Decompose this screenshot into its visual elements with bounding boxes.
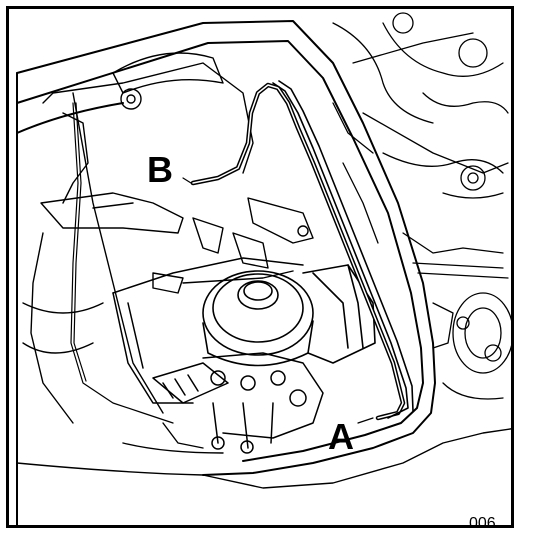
figure-reference-number: 006 [469, 515, 496, 528]
callout-label-a: A [328, 416, 354, 457]
brake-booster [112, 257, 324, 454]
body-outline [16, 20, 436, 525]
callout-leaders [182, 177, 374, 424]
inner-wing [22, 52, 254, 424]
mounting-bracket [152, 197, 314, 294]
highlighted-pipe-inner [192, 84, 404, 419]
scuttle-panel [16, 422, 511, 489]
parallel-pipe [272, 80, 414, 419]
highlighted-pipe [190, 82, 406, 421]
left-wire [70, 102, 174, 424]
engine-bay-line-drawing [16, 12, 511, 525]
master-cylinder [202, 264, 376, 367]
engine-components-right [332, 12, 511, 400]
callout-label-b: B [147, 149, 173, 190]
illustration-frame: B A 006 [6, 6, 514, 528]
